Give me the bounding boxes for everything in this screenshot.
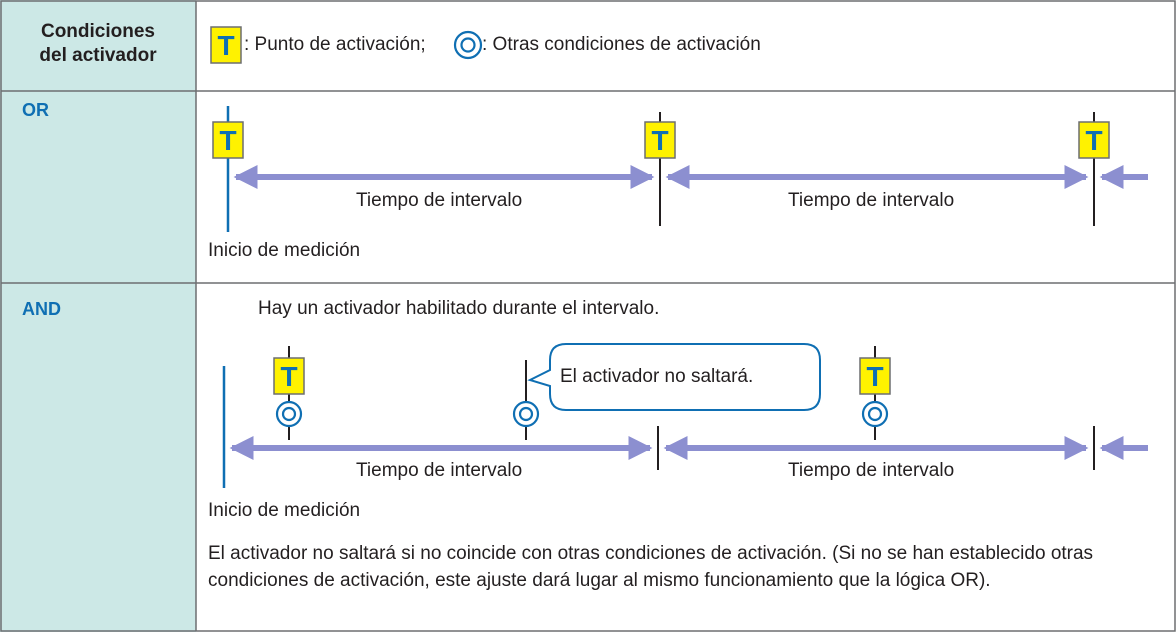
and-interval-label-2: Tiempo de intervalo: [788, 460, 955, 481]
legend-trigger-text: : Punto de activación;: [244, 34, 426, 55]
or-trigger-marker-1: T: [212, 121, 244, 159]
legend-double-circle-icon: [453, 30, 483, 60]
callout-bubble: [527, 343, 821, 411]
legend-trigger-marker-icon: T: [210, 26, 242, 64]
row-label-and: AND: [22, 299, 61, 319]
svg-text:T: T: [651, 125, 668, 156]
or-interval-label-1: Tiempo de intervalo: [356, 190, 523, 211]
and-event-2: [512, 360, 540, 440]
and-note: Hay un activador habilitado durante el i…: [258, 298, 660, 319]
and-description: El activador no saltará si no coincide c…: [208, 543, 1094, 591]
svg-text:T: T: [1085, 125, 1102, 156]
or-label-cell: [0, 91, 196, 283]
column-title: Condiciones del activador: [0, 20, 196, 68]
svg-text:T: T: [866, 361, 883, 392]
svg-text:T: T: [217, 30, 234, 61]
svg-text:T: T: [280, 361, 297, 392]
or-trigger-marker-3: T: [1078, 121, 1110, 159]
row-label-or: OR: [22, 100, 49, 120]
callout-text: El activador no saltará.: [560, 366, 754, 387]
and-event-3: T: [859, 346, 891, 440]
legend-condition-text: : Otras condiciones de activación: [482, 34, 761, 55]
and-event-1: T: [273, 346, 305, 440]
and-condition-circle-1: [275, 400, 303, 428]
and-condition-circle-3: [861, 400, 889, 428]
and-label-cell: [0, 283, 196, 632]
and-trigger-marker-3: [859, 357, 891, 395]
and-interval-label-1: Tiempo de intervalo: [356, 460, 523, 481]
column-title-line2: del activador: [39, 45, 157, 66]
or-start-label: Inicio de medición: [208, 240, 361, 261]
svg-text:T: T: [219, 125, 236, 156]
and-condition-circle-2: [512, 400, 540, 428]
and-start-label: Inicio de medición: [208, 500, 361, 521]
header-label-cell: [0, 0, 196, 91]
column-title-line1: Condiciones: [40, 21, 155, 42]
or-interval-label-2: Tiempo de intervalo: [788, 190, 955, 211]
or-trigger-marker-2: T: [644, 121, 676, 159]
and-trigger-marker-1: [273, 357, 305, 395]
